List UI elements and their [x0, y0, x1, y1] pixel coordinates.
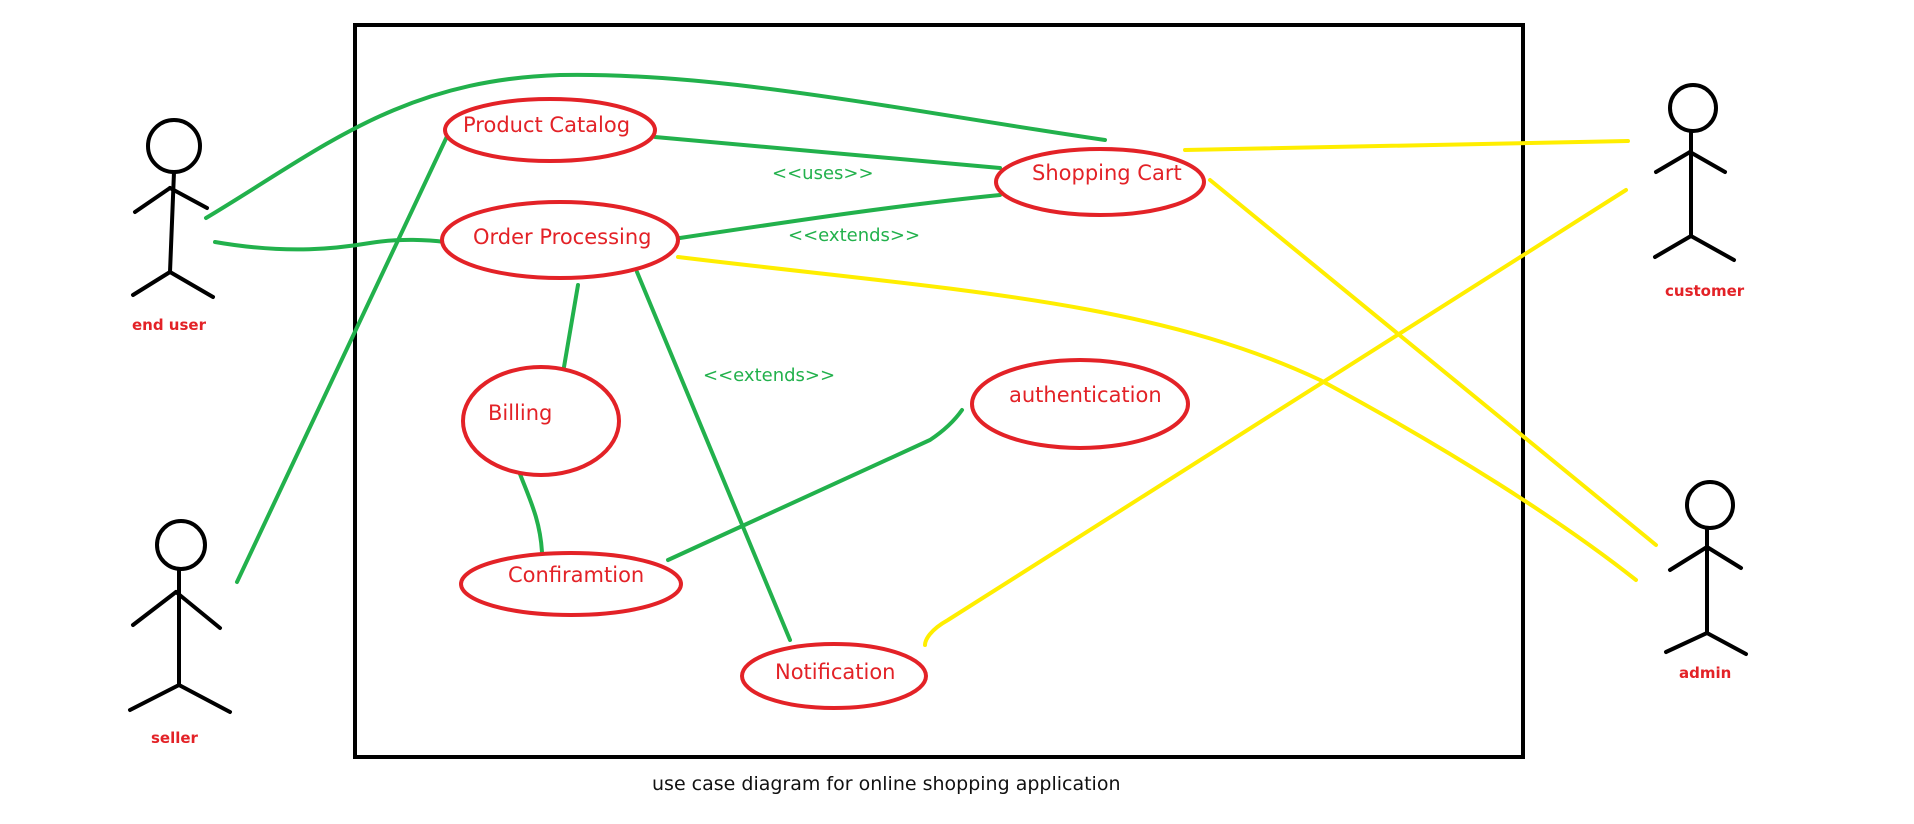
- shopping-cart-oval: [994, 147, 1206, 217]
- enduser-to-order-line: [213, 237, 447, 252]
- end-user-head-icon: [146, 118, 202, 174]
- enduser-to-cart-line: [204, 72, 1107, 220]
- shopping-cart-label: Shopping Cart: [1032, 161, 1182, 185]
- customer-to-notification-line: [923, 188, 1628, 647]
- use-case-product-catalog[interactable]: Product Catalog: [443, 97, 657, 163]
- actor-end-user[interactable]: end user: [131, 118, 215, 334]
- order-to-cart-extends-line: [678, 193, 1002, 240]
- order-to-admin-line: [676, 255, 1638, 582]
- extends-notification-label: <<extends>>: [703, 365, 835, 386]
- actor-admin[interactable]: admin: [1664, 480, 1748, 682]
- authentication-label: authentication: [1009, 383, 1162, 407]
- use-case-confirmation[interactable]: Confiramtion: [459, 551, 683, 617]
- end-user-label: end user: [132, 316, 207, 334]
- actor-seller[interactable]: seller: [128, 519, 232, 747]
- confirmation-oval: [459, 551, 683, 617]
- use-case-notification[interactable]: Notification: [740, 642, 928, 710]
- notification-label: Notification: [775, 660, 896, 684]
- order-to-billing-line: [562, 283, 580, 369]
- billing-to-confirmation-line: [518, 472, 544, 554]
- catalog-to-cart-uses-line: [653, 135, 1002, 170]
- confirmation-to-authentication-line: [666, 408, 964, 562]
- seller-label: seller: [151, 729, 199, 747]
- customer-head-icon: [1668, 83, 1718, 133]
- customer-label: customer: [1665, 282, 1745, 300]
- use-case-authentication[interactable]: authentication: [970, 358, 1190, 450]
- order-processing-label: Order Processing: [473, 225, 652, 249]
- use-case-order-processing[interactable]: Order Processing: [440, 200, 680, 280]
- diagram-caption: use case diagram for online shopping app…: [652, 773, 1121, 795]
- notification-oval: [740, 642, 928, 710]
- product-catalog-label: Product Catalog: [463, 113, 630, 137]
- seller-head-icon: [155, 519, 207, 571]
- cart-to-admin-line: [1208, 178, 1658, 547]
- uses-label: <<uses>>: [772, 163, 874, 184]
- admin-label: admin: [1679, 664, 1731, 682]
- seller-to-catalog-line: [235, 128, 452, 584]
- authentication-oval: [970, 358, 1190, 450]
- confirmation-label: Confiramtion: [508, 563, 644, 587]
- admin-head-icon: [1685, 480, 1735, 530]
- system-boundary: [353, 23, 1525, 759]
- use-case-billing[interactable]: Billing: [461, 365, 621, 477]
- actor-customer[interactable]: customer: [1653, 83, 1745, 300]
- product-catalog-oval: [443, 97, 657, 163]
- extends-cart-label: <<extends>>: [788, 225, 920, 246]
- billing-oval: [461, 365, 621, 477]
- order-processing-oval: [440, 200, 680, 280]
- cart-to-customer-line: [1183, 139, 1630, 152]
- use-case-shopping-cart[interactable]: Shopping Cart: [994, 147, 1206, 217]
- billing-label: Billing: [488, 401, 552, 425]
- order-to-notification-extends-line: [635, 270, 792, 642]
